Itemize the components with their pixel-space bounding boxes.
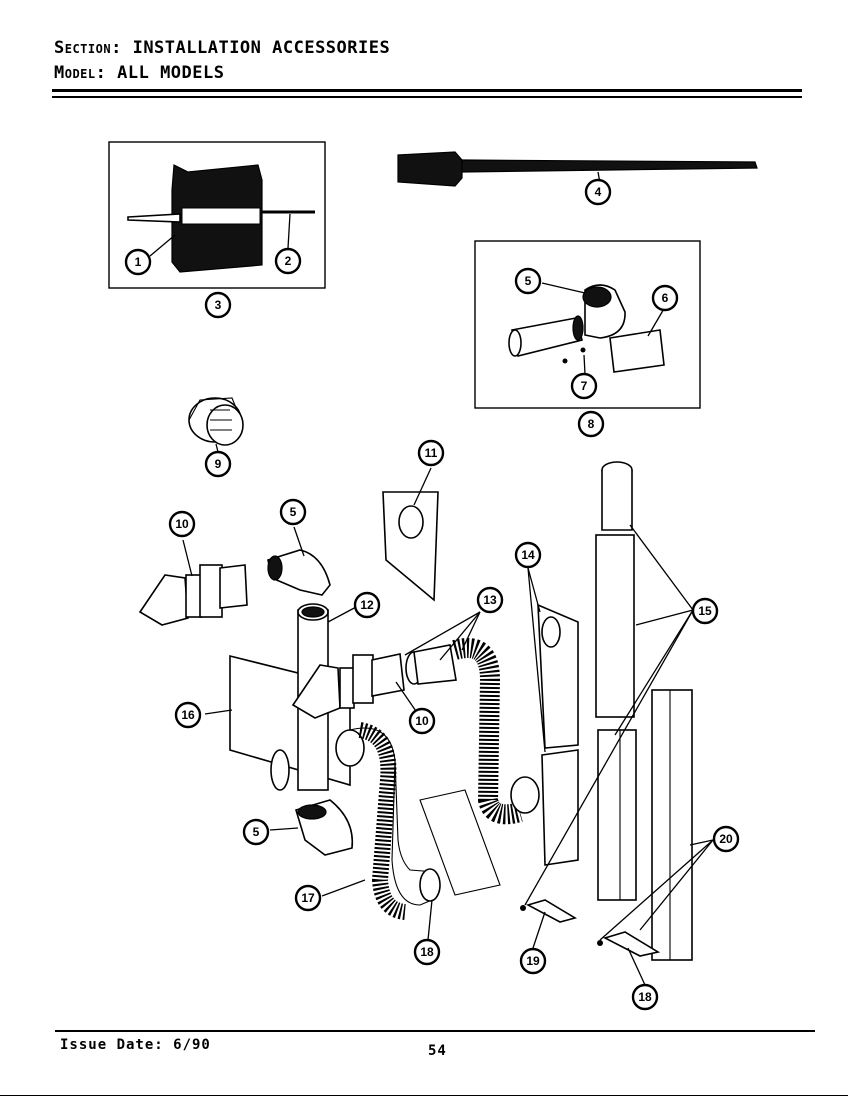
callout-10-middle: 10 xyxy=(408,707,436,735)
bottom-edge-rule xyxy=(0,1095,848,1096)
svg-text:9: 9 xyxy=(215,457,222,471)
svg-text:17: 17 xyxy=(301,891,315,905)
svg-text:2: 2 xyxy=(285,254,292,268)
callout-14: 14 xyxy=(514,541,542,569)
callout-16: 16 xyxy=(174,701,202,729)
svg-text:13: 13 xyxy=(483,593,497,607)
mounting-brackets xyxy=(520,899,661,986)
svg-text:20: 20 xyxy=(719,832,733,846)
svg-text:3: 3 xyxy=(215,298,222,312)
section-value: INSTALLATION ACCESSORIES xyxy=(132,38,391,58)
callout-10-left: 10 xyxy=(168,510,196,538)
svg-text:12: 12 xyxy=(360,598,374,612)
svg-text:18: 18 xyxy=(638,990,652,1004)
drill-rod xyxy=(397,151,758,187)
issue-date: Issue Date: 6/90 xyxy=(60,1037,211,1053)
model-value: ALL MODELS xyxy=(117,63,225,83)
svg-text:15: 15 xyxy=(698,604,712,618)
svg-text:10: 10 xyxy=(175,517,189,531)
callout-4: 4 xyxy=(584,178,612,206)
model-label: Model: xyxy=(54,63,107,83)
svg-text:18: 18 xyxy=(420,945,434,959)
callout-9: 9 xyxy=(204,450,232,478)
flex-duct-upper xyxy=(404,611,540,825)
rectangular-ducts-right xyxy=(524,461,714,961)
svg-text:8: 8 xyxy=(588,417,595,431)
callout-5-lower: 5 xyxy=(242,818,270,846)
footer-rule xyxy=(55,1030,815,1032)
callout-12: 12 xyxy=(353,591,381,619)
callout-17: 17 xyxy=(294,884,322,912)
vent-kit xyxy=(474,240,701,409)
svg-text:5: 5 xyxy=(525,274,532,288)
flex-duct-lower xyxy=(269,722,501,941)
header-rule-thick xyxy=(52,89,802,92)
svg-text:5: 5 xyxy=(290,505,297,519)
svg-text:4: 4 xyxy=(595,185,602,199)
section-heading: Section: INSTALLATION ACCESSORIES xyxy=(54,38,390,58)
svg-text:6: 6 xyxy=(662,291,669,305)
callout-20: 20 xyxy=(712,825,740,853)
callout-7: 7 xyxy=(570,372,598,400)
callout-5-upper: 5 xyxy=(279,498,307,526)
svg-text:10: 10 xyxy=(415,714,429,728)
callout-11: 11 xyxy=(417,439,445,467)
svg-text:1: 1 xyxy=(135,255,142,269)
callout-15: 15 xyxy=(691,597,719,625)
callout-19: 19 xyxy=(519,947,547,975)
template-sheet xyxy=(382,467,439,602)
page-number: 54 xyxy=(428,1043,447,1059)
vertical-pipe-assembly xyxy=(204,603,421,791)
svg-text:19: 19 xyxy=(526,954,540,968)
callout-18-lower-right: 18 xyxy=(631,983,659,1011)
header-rule-thin xyxy=(52,96,802,98)
callout-13: 13 xyxy=(476,586,504,614)
callout-8: 8 xyxy=(577,410,605,438)
callout-18-lower-left: 18 xyxy=(413,938,441,966)
section-label: Section: xyxy=(54,38,122,58)
model-heading: Model: ALL MODELS xyxy=(54,63,224,83)
svg-text:5: 5 xyxy=(253,825,260,839)
callout-5-kit: 5 xyxy=(514,267,542,295)
vent-hood-assembly-left xyxy=(138,526,331,626)
svg-text:7: 7 xyxy=(581,379,588,393)
hole-saw-kit xyxy=(108,141,326,289)
callout-6: 6 xyxy=(651,284,679,312)
duct-clamp xyxy=(188,397,244,453)
svg-text:16: 16 xyxy=(181,708,195,722)
svg-text:11: 11 xyxy=(425,446,438,460)
callout-3: 3 xyxy=(204,291,232,319)
callout-1: 1 xyxy=(124,248,152,276)
callout-2: 2 xyxy=(274,247,302,275)
svg-text:14: 14 xyxy=(521,548,535,562)
rectangular-duct-14 xyxy=(527,567,579,866)
